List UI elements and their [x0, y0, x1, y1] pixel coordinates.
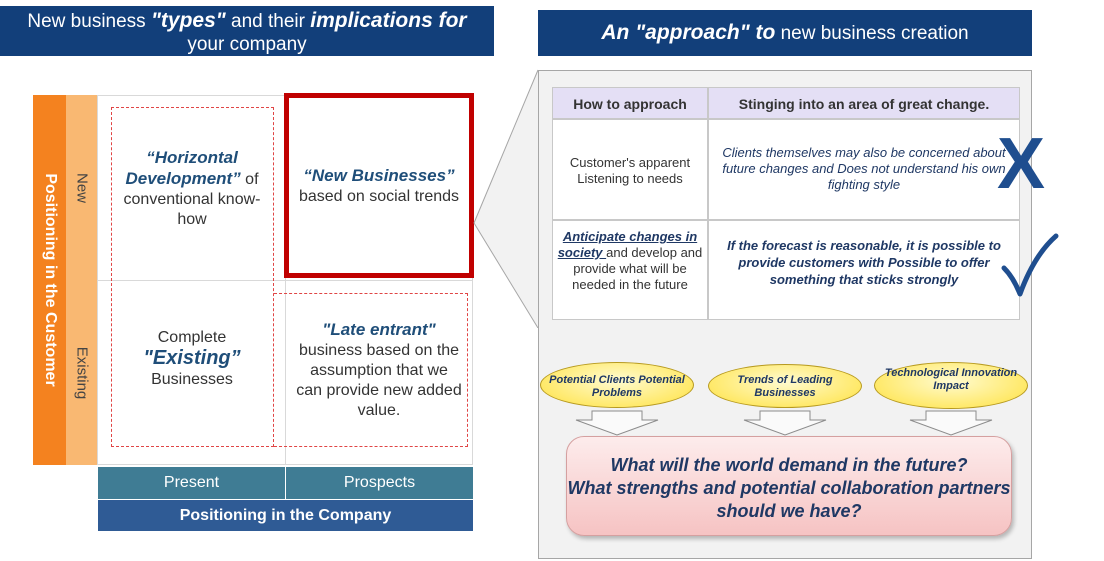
question-line-1: What will the world demand in the future…	[610, 455, 968, 475]
cell-horizontal-development: “Horizontal Development” of conventional…	[112, 148, 272, 230]
row2-outcome: If the forecast is reasonable, it is pos…	[727, 238, 1001, 287]
down-arrow-icon	[575, 410, 659, 436]
new-business-highlight-box	[284, 93, 474, 278]
cell-bl-post: Businesses	[151, 371, 233, 388]
oval-leading-businesses: Trends of Leading Businesses	[708, 364, 862, 408]
dashed-outline-left	[111, 107, 274, 447]
table-header-stinging: Stinging into an area of great change.	[708, 87, 1020, 119]
left-header-implications: implications for	[310, 9, 467, 32]
y-new-label: New	[73, 172, 90, 204]
row1-outcome-cell	[708, 119, 1020, 220]
cell-new-businesses: “New Businesses” based on social trends	[289, 166, 469, 207]
right-header-bold: An "approach" to	[601, 21, 776, 44]
cell-tl-highlight: “Horizontal Development”	[125, 148, 241, 188]
y-existing-label: Existing	[73, 346, 90, 400]
y-new-band: New	[66, 95, 97, 281]
check-mark-icon	[1001, 233, 1059, 297]
y-existing-band: Existing	[66, 281, 97, 465]
left-header-text-3: your company	[187, 34, 307, 55]
question-line-2: What strengths and potential collaborati…	[567, 478, 1011, 521]
x-axis-title: Positioning in the Company	[98, 500, 473, 531]
down-arrow-icon	[909, 410, 993, 436]
y-axis-bar	[33, 95, 66, 465]
down-arrow-icon	[743, 410, 827, 436]
future-question-box: What will the world demand in the future…	[566, 436, 1012, 536]
right-header-banner: An "approach" to new business creation	[538, 10, 1032, 56]
y-axis-title: Positioning in the Customer	[41, 173, 59, 387]
cell-br-text: business based on the assumption that we…	[296, 342, 462, 419]
row2-approach-emphasis: Anticipate changes in society	[557, 229, 698, 260]
dashed-outline-bottom	[274, 293, 468, 447]
cell-br-highlight: "Late entrant"	[322, 320, 436, 339]
cell-tr-text: based on social trends	[298, 188, 460, 205]
oval-technological-innovation: Technological Innovation Impact	[874, 362, 1028, 409]
cell-tr-highlight: “New Businesses”	[303, 166, 455, 185]
row1-outcome: Clients themselves may also be concerned…	[722, 145, 1006, 192]
left-header-text-1: New business	[27, 11, 151, 32]
table-header-approach: How to approach	[552, 87, 708, 119]
x-mark-icon: X	[997, 124, 1046, 204]
x-present-label: Present	[98, 467, 285, 499]
left-header-banner: New business "types" and their implicati…	[0, 6, 494, 56]
y-axis-title-box: Positioning in the Customer	[33, 95, 66, 465]
cell-tl-text: of conventional know-how	[123, 171, 261, 228]
cell-bl-pre: Complete	[157, 329, 227, 346]
row2-approach-rest: and develop and provide what will be nee…	[572, 245, 703, 292]
row1-approach: Customer's apparent Listening to needs	[552, 119, 708, 220]
x-prospects-label: Prospects	[286, 467, 473, 499]
row2-outcome-cell	[708, 220, 1020, 320]
cell-existing-businesses: Complete "Existing” Businesses	[112, 328, 272, 390]
cell-bl-highlight: "Existing”	[143, 347, 241, 369]
oval-potential-clients: Potential Clients Potential Problems	[540, 362, 694, 408]
right-header-rest: new business creation	[775, 23, 969, 44]
grid-horizontal-divider	[97, 280, 473, 281]
left-header-text-2: and their	[225, 11, 311, 32]
left-header-types: "types"	[150, 9, 226, 32]
cell-late-entrant: "Late entrant" business based on the ass…	[296, 320, 462, 421]
row2-approach: Anticipate changes in society and develo…	[552, 220, 708, 320]
